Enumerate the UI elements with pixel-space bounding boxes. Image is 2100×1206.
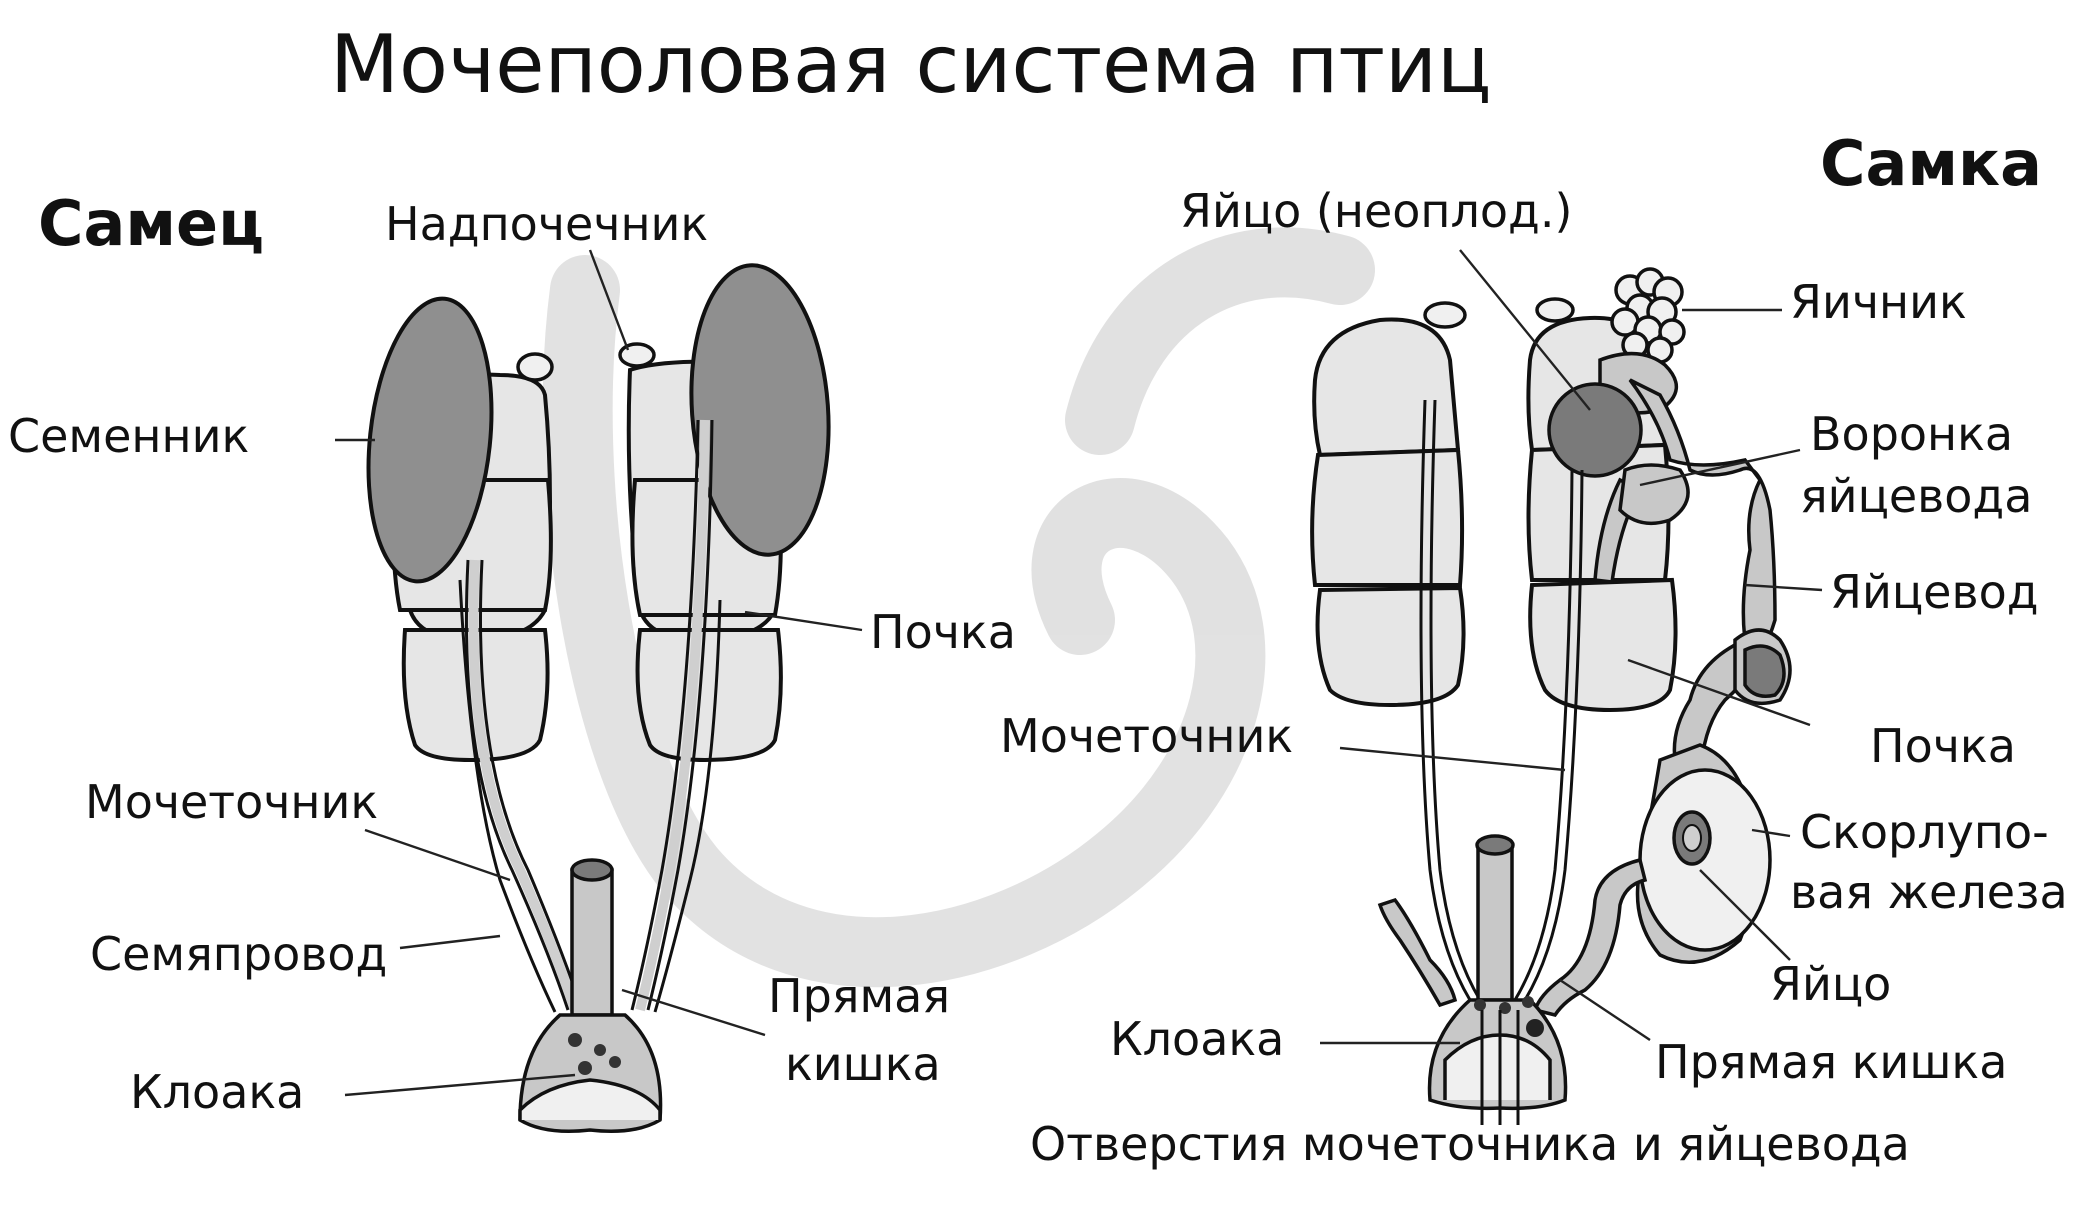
male-testis-right [689,263,831,557]
male-label-testis: Семенник [8,409,249,463]
female-leader-kidney [1627,658,1811,727]
male-heading: Самец [38,187,264,260]
female-leader-egg-unfertilized [1459,249,1591,411]
female-shell-gland [1635,743,1772,964]
female-ureter-right [1513,469,1574,1001]
female-leader-ureter [1339,746,1566,772]
male-label-cloaca: Клоака [130,1065,304,1119]
female-label-egg: Яйцо [1770,957,1891,1011]
male-label-ureter: Мочеточник [85,775,378,829]
watermark-logo [542,227,1375,988]
female-label-infundibulum-2: яйцевода [1800,469,2032,523]
female-heading: Самка [1820,127,2042,200]
male-label-vas-deferens: Семяпровод [90,927,387,981]
male-leader-ureter [364,828,511,882]
male-adrenal-left [516,352,554,382]
female-leader-oviduct [1744,583,1823,592]
male-leader-kidney [744,610,863,632]
male-ducts [458,419,722,1013]
female-anatomy [1310,267,1792,1125]
female-label-kidney: Почка [1870,719,2016,773]
female-adrenal-right [1535,297,1575,323]
male-label-adrenal: Надпочечник [385,197,708,251]
female-leader-shell-gland [1751,828,1791,838]
female-leader-infundibulum [1639,448,1801,487]
female-label-oviduct: Яйцевод [1830,565,2039,619]
female-adrenal-left [1423,301,1467,329]
diagram-title: Мочеполовая система птиц [330,18,1491,111]
male-leader-vas-deferens [399,934,501,950]
male-adrenal-right [618,342,656,368]
female-kidney-left [1310,317,1466,708]
male-testis-left [366,296,494,584]
male-label-rectum-1: Прямая [768,969,950,1023]
male-anatomy [366,263,831,1133]
male-leader-cloaca [344,1073,576,1097]
female-label-ovary: Яичник [1790,275,1967,329]
female-label-infundibulum-1: Воронка [1810,407,2013,461]
female-label-shell-gland-1: Скорлупо- [1800,805,2049,859]
female-label-egg-unfertilized: Яйцо (неоплод.) [1180,184,1572,238]
female-label-openings: Отверстия мочеточника и яйцевода [1030,1117,1910,1171]
female-label-rectum: Прямая кишка [1655,1035,2007,1089]
female-infundibulum [1618,463,1690,526]
female-label-shell-gland-2: вая железа [1790,865,2068,919]
female-label-ureter: Мочеточник [1000,709,1293,763]
female-rectum-cloaca [1377,834,1568,1125]
female-label-cloaca: Клоака [1110,1012,1284,1066]
male-leader-rectum [621,988,766,1037]
female-egg-unfertilized [1547,382,1643,478]
female-ureter-left [1419,399,1472,1001]
male-rectum-cloaca [518,858,663,1133]
male-label-kidney: Почка [870,605,1016,659]
male-leader-adrenal [588,249,630,351]
female-leader-egg [1699,869,1791,961]
female-leader-rectum [1559,979,1651,1041]
male-label-rectum-2: кишка [785,1037,941,1091]
